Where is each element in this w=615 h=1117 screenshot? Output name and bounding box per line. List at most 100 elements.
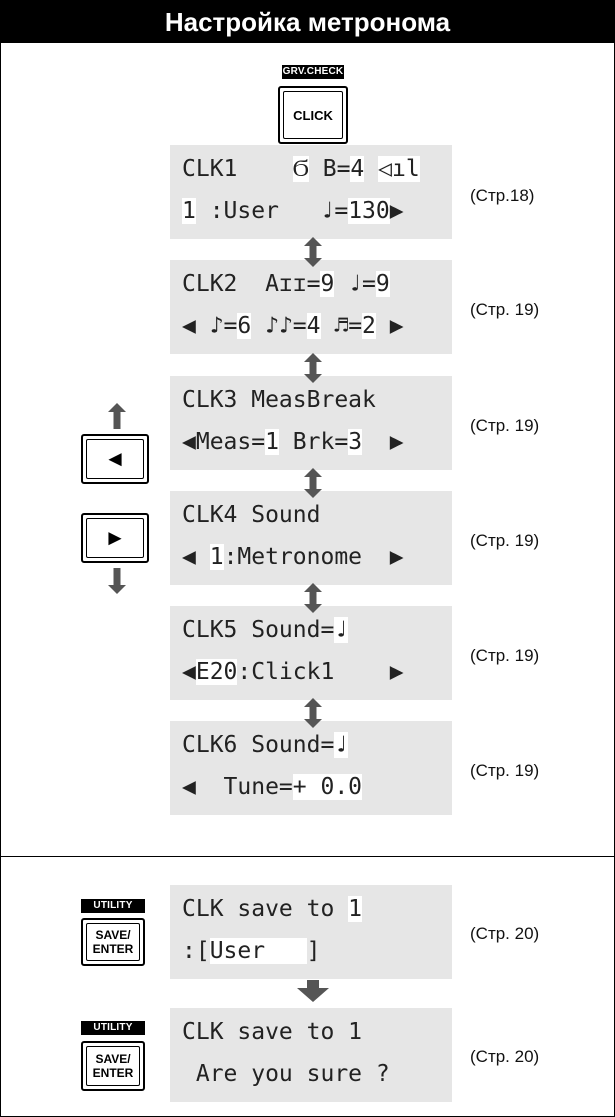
down-arrow-icon [297, 980, 329, 1002]
lcd-line-1: CLK1 Ϭ B=4 ◁ıl [182, 155, 420, 183]
lcd-screen-clk1: CLK1 Ϭ B=4 ◁ıl 1 :User ♩=130▶ [170, 145, 452, 239]
lcd-line-1: CLK4 Sound [182, 501, 320, 529]
lcd-text: ▶ [362, 429, 404, 455]
lcd-screen-confirm: CLK save to 1 Are you sure ? [170, 1008, 452, 1102]
lcd-line-2: :[User ] [182, 937, 321, 965]
cursor-left-button[interactable]: ◄ [81, 434, 149, 484]
enter-label: ENTER [92, 1066, 134, 1080]
right-arrow-symbol: ► [104, 525, 126, 550]
lcd-text: :Click1 ▶ [237, 659, 404, 685]
arrow-down-icon [108, 568, 126, 594]
page-title: Настройка метронома [1, 1, 614, 43]
lcd-text: Are you sure ? [182, 1061, 390, 1087]
lcd-text: :Metronome ▶ [223, 544, 404, 570]
lcd-text: ▶ [375, 313, 404, 339]
lcd-text: CLK save to [182, 896, 349, 922]
page-ref: (Стр. 19) [470, 531, 540, 550]
lcd-highlight-value: 2 [362, 313, 376, 339]
lcd-text: B= [308, 156, 351, 182]
lcd-text: ♪♪= [251, 313, 307, 339]
lcd-text: ♬= [320, 313, 363, 339]
lcd-text: ▶ [389, 198, 404, 224]
lcd-line-1: CLK6 Sound=♩ [182, 731, 349, 759]
double-arrow-icon [304, 237, 322, 267]
left-arrow-symbol: ◄ [104, 446, 126, 471]
lcd-text: CLK6 Sound= [182, 732, 335, 758]
lcd-highlight-value: 1 [265, 429, 279, 455]
double-arrow-icon [304, 583, 322, 613]
lcd-text: :[ [182, 938, 210, 964]
lcd-highlight-value: 6 [237, 313, 252, 339]
page-ref: (Стр. 20) [470, 924, 540, 943]
lcd-line-1: CLK3 MeasBreak [182, 386, 376, 414]
lcd-text: CLK5 Sound= [182, 617, 335, 643]
save-enter-button[interactable]: SAVE/ ENTER [81, 1041, 145, 1091]
double-arrow-icon [304, 468, 322, 498]
lcd-text: ◀ Tune= [182, 774, 293, 800]
lcd-text [364, 156, 378, 182]
lcd-highlight-value: + 0.0 [292, 774, 363, 800]
utility-tag: UTILITY [81, 1021, 145, 1035]
page-ref: (Стр. 19) [470, 646, 540, 665]
lcd-highlight-value: 3 [348, 429, 363, 455]
page-ref: (Стр. 19) [470, 300, 540, 319]
lcd-screen-clk4: CLK4 Sound ◀ 1:Metronome ▶ [170, 491, 452, 585]
lcd-line-2: ◀E20:Click1 ▶ [182, 658, 404, 686]
lcd-screen-save: CLK save to 1 :[User ] [170, 885, 452, 979]
lcd-highlight-value: 1 [209, 544, 224, 570]
enter-label: ENTER [92, 942, 134, 956]
lcd-highlight-value: 1 [182, 198, 196, 224]
lcd-line-2: ◀ ♪=6 ♪♪=4 ♬=2 ▶ [182, 312, 404, 340]
lcd-highlight-value: ♩ [334, 732, 349, 758]
lcd-text: :User ♩= [195, 198, 349, 224]
lcd-highlight-value: ◁ıl [378, 156, 420, 182]
lcd-text: ♩= [334, 271, 376, 297]
lcd-line-1: CLK save to 1 [182, 1018, 362, 1046]
lcd-highlight-value: User [209, 938, 307, 964]
lcd-highlight-value: 4 [306, 313, 321, 339]
page-ref: (Стр. 19) [470, 416, 540, 435]
lcd-line-1: CLK5 Sound=♩ [182, 616, 349, 644]
lcd-text: CLK1 [182, 156, 293, 182]
cursor-right-button[interactable]: ► [81, 513, 149, 563]
lcd-line-2: 1 :User ♩=130▶ [182, 197, 404, 225]
lcd-text: CLK2 Aɪɪ= [182, 271, 321, 297]
lcd-screen-clk6: CLK6 Sound=♩ ◀ Tune=+ 0.0 [170, 721, 452, 815]
lcd-text: ◀ [182, 659, 196, 685]
double-arrow-icon [304, 698, 322, 728]
lcd-highlight-value: 1 [348, 896, 363, 922]
lcd-text: ◀ ♪= [182, 313, 238, 339]
save-enter-button[interactable]: SAVE/ ENTER [81, 918, 145, 966]
lcd-line-2: ◀ 1:Metronome ▶ [182, 543, 404, 571]
lcd-highlight-value: 9 [375, 271, 390, 297]
lcd-screen-clk2: CLK2 Aɪɪ=9 ♩=9 ◀ ♪=6 ♪♪=4 ♬=2 ▶ [170, 260, 452, 354]
save-label: SAVE/ [95, 928, 131, 942]
lcd-line-1: CLK save to 1 [182, 895, 363, 923]
click-button-label: CLICK [293, 107, 333, 123]
lcd-line-2: Are you sure ? [182, 1060, 390, 1088]
save-label: SAVE/ [95, 1052, 131, 1066]
lcd-text: CLK3 MeasBreak [182, 387, 376, 413]
click-button[interactable]: CLICK [278, 86, 348, 144]
section-divider [0, 856, 615, 857]
lcd-text: Brk= [278, 429, 349, 455]
lcd-text: ◀Meas= [182, 429, 266, 455]
lcd-line-2: ◀ Tune=+ 0.0 [182, 773, 363, 801]
grv-check-tag: GRV.CHECK [282, 65, 344, 79]
lcd-highlight-value: 4 [350, 156, 365, 182]
double-arrow-icon [304, 353, 322, 383]
page-ref: (Стр.18) [470, 186, 535, 205]
lcd-line-1: CLK2 Aɪɪ=9 ♩=9 [182, 270, 390, 298]
lcd-screen-clk3: CLK3 MeasBreak ◀Meas=1 Brk=3 ▶ [170, 376, 452, 470]
lcd-highlight-value: 130 [348, 198, 390, 224]
lcd-highlight-value: Ϭ [292, 156, 309, 182]
page-ref: (Стр. 20) [470, 1047, 540, 1066]
lcd-text: ] [306, 938, 321, 964]
utility-tag: UTILITY [81, 899, 145, 913]
lcd-text: CLK save to 1 [182, 1019, 363, 1045]
lcd-highlight-value: ♩ [334, 617, 349, 643]
arrow-up-icon [108, 403, 126, 429]
page-ref: (Стр. 19) [470, 761, 540, 780]
lcd-highlight-value: E20 [195, 659, 238, 685]
lcd-line-2: ◀Meas=1 Brk=3 ▶ [182, 428, 404, 456]
